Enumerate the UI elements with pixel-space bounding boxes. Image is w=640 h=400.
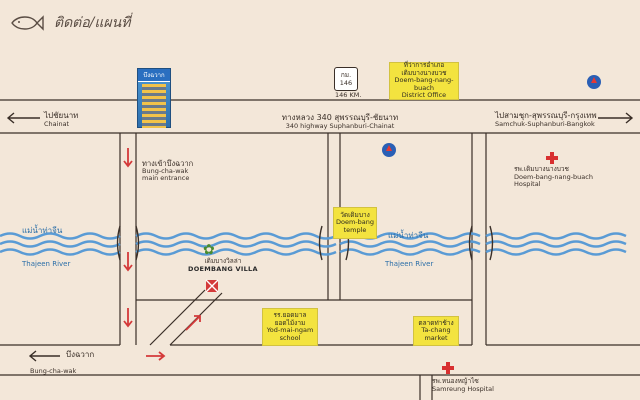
villa-label: เดิมบางวิลล่า DOEMBANG VILLA: [188, 257, 258, 273]
arrow-right-top-icon: [598, 112, 634, 124]
temple-en2: temple: [343, 225, 367, 234]
hospital-top-en1: Doem-bang-nang-buach: [514, 172, 593, 181]
district-office-en1: Doem-bang-nang-buach: [394, 76, 454, 92]
district-office-th1: ที่ว่าการอำเภอ: [403, 61, 445, 70]
school-en1: Yod-mai-ngam: [266, 326, 314, 334]
route-arrow-3-icon: [123, 308, 133, 328]
hospital-top-th: รพ.เดิมบางนางบวช: [514, 165, 569, 173]
villa-label-en: DOEMBANG VILLA: [188, 264, 258, 273]
entrance-label-en2: main entrance: [142, 174, 190, 182]
km-caption: 146 KM.: [335, 91, 362, 99]
market-en2: market: [424, 333, 448, 342]
entrance-label-en1: Bung-cha-wak: [142, 166, 189, 175]
villa-marker-icon: [205, 279, 219, 293]
hospital-cross-icon: [546, 152, 558, 164]
page-title: ติดต่อ/แผนที่: [54, 15, 131, 31]
market-th: ตลาดท่าช้าง: [418, 318, 454, 327]
building-floors: [142, 84, 166, 128]
hospital-bottom-label: รพ.หนองหญ้าไซ Samreung Hospital: [432, 377, 494, 393]
school-th2: ยอดไม้งาม: [274, 318, 306, 327]
direction-bung-cha-wak-th: บึงฉวาก: [66, 350, 95, 359]
km-marker-num: 146: [339, 79, 353, 87]
district-office-en2: District Office: [401, 91, 447, 100]
direction-chainat-th: ไปชัยนาท: [44, 111, 79, 120]
direction-bung-cha-wak: บึงฉวาก: [66, 350, 94, 359]
fuel-station-icon-2: [382, 143, 396, 157]
entrance-label: ทางเข้าบึงฉวาก Bung-cha-wak main entranc…: [142, 160, 193, 183]
diag-road-a: [149, 289, 206, 346]
bung-cha-wak-building: บึงฉวาก: [137, 68, 171, 128]
river-label-left-en-wrap: Thajeen River: [22, 260, 70, 269]
direction-bangkok-en: Samchuk-Suphanburi-Bangkok: [495, 120, 595, 128]
district-office-th2: เดิมบางนางบวช: [401, 68, 447, 77]
tree-icon: ✿: [203, 242, 215, 258]
market-en1: Ta-chang: [421, 326, 451, 335]
km-marker-top: กม.: [340, 71, 352, 79]
river-label-left: แม่น้ำท่าจีน: [22, 226, 62, 235]
river-label-right-en: Thajeen River: [385, 260, 434, 268]
route-arrow-5-icon: [185, 315, 201, 331]
school-en2: school: [279, 333, 301, 342]
river-label-right: แม่น้ำท่าจีน: [388, 231, 428, 240]
route-arrows: [123, 148, 201, 361]
hospital-bottom-en1: Samreung Hospital: [432, 384, 494, 393]
school-th1: รร.ยอดมาล: [273, 311, 307, 319]
direction-chainat: ไปชัยนาท Chainat: [44, 111, 78, 129]
river-label-left-th: แม่น้ำท่าจีน: [22, 226, 63, 235]
river-label-left-en: Thajeen River: [22, 260, 71, 268]
fuel-station-icon: [587, 75, 601, 89]
page-header: ติดต่อ/แผนที่: [10, 12, 130, 34]
direction-bangkok: ไปสามชุก-สุพรรณบุรี-กรุงเทพ Samchuk-Suph…: [495, 111, 597, 129]
villa-label-th: เดิมบางวิลล่า: [204, 257, 242, 265]
temple-badge: วัดเดิมบาง Doem-bang temple: [333, 207, 377, 239]
hospital-cross-icon-2: [442, 362, 454, 374]
river: [0, 232, 627, 256]
building-sign: บึงฉวาก: [138, 69, 170, 82]
route-arrow-4-icon: [146, 351, 166, 361]
market-badge: ตลาดท่าช้าง Ta-chang market: [413, 316, 459, 346]
district-office-badge: ที่ว่าการอำเภอ เดิมบางนางบวช Doem-bang-n…: [389, 62, 459, 100]
hospital-top-label: รพ.เดิมบางนางบวช Doem-bang-nang-buach Ho…: [514, 165, 593, 189]
river-label-right-en-wrap: Thajeen River: [385, 260, 433, 269]
hospital-bottom-th: รพ.หนองหญ้าไซ: [432, 377, 479, 385]
entrance-label-th: ทางเข้าบึงฉวาก: [142, 159, 194, 168]
highway-label-en: 340 highway Suphanburi-Chainat: [285, 122, 395, 130]
direction-arrows: [6, 112, 634, 362]
temple-en1: Doem-bang: [335, 218, 374, 227]
river-label-right-th: แม่น้ำท่าจีน: [388, 231, 429, 240]
arrow-left-bottom-icon: [28, 350, 60, 362]
direction-bung-cha-wak-en: Bung-cha-wak: [30, 367, 77, 375]
school-badge: รร.ยอดมาล ยอดไม้งาม Yod-mai-ngam school: [262, 308, 318, 346]
route-arrow-1-icon: [123, 148, 133, 168]
fish-icon: [11, 15, 44, 31]
arrow-left-top-icon: [6, 112, 40, 124]
temple-th: วัดเดิมบาง: [340, 210, 370, 219]
hospital-top-en2: Hospital: [514, 180, 541, 188]
highway-label: ทางหลวง 340 สุพรรณบุรี-ชัยนาท 340 highwa…: [240, 113, 440, 131]
highway-label-th: ทางหลวง 340 สุพรรณบุรี-ชัยนาท: [281, 113, 399, 122]
direction-bangkok-th: ไปสามชุก-สุพรรณบุรี-กรุงเทพ: [495, 111, 597, 120]
route-arrow-2-icon: [123, 252, 133, 272]
km-marker: กม. 146: [334, 67, 358, 91]
direction-chainat-en: Chainat: [44, 120, 70, 128]
